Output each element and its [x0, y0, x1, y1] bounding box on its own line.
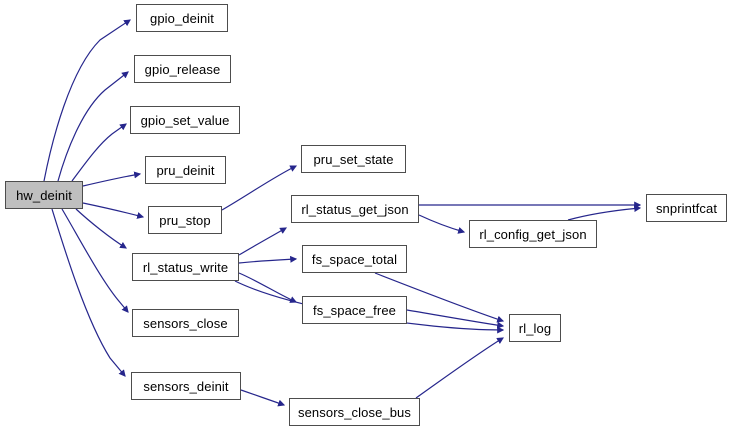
graph-edge-rl_status_get_json-to-rl_config_get_json [418, 214, 466, 234]
graph-edge-hw_deinit-to-gpio_release [57, 71, 129, 182]
graph-node-hw_deinit[interactable]: hw_deinit [5, 181, 83, 209]
graph-node-label: fs_space_total [311, 251, 398, 267]
graph-node-fs_space_total[interactable]: fs_space_total [302, 245, 407, 273]
graph-edge-sensors_deinit-to-sensors_close_bus [240, 389, 286, 407]
graph-node-label: gpio_set_value [140, 112, 230, 128]
graph-node-pru_deinit[interactable]: pru_deinit [145, 156, 226, 184]
graph-edge-hw_deinit-to-pru_stop [82, 202, 145, 219]
graph-node-sensors_close[interactable]: sensors_close [132, 309, 239, 337]
graph-edge-fs_space_free-to-rl_log [406, 309, 505, 329]
graph-edge-rl_status_write-to-fs_space_total [238, 255, 298, 264]
graph-node-gpio_deinit[interactable]: gpio_deinit [136, 4, 228, 32]
graph-node-sensors_deinit[interactable]: sensors_deinit [131, 372, 241, 400]
graph-node-sensors_close_bus[interactable]: sensors_close_bus [289, 398, 420, 426]
graph-node-pru_set_state[interactable]: pru_set_state [301, 145, 406, 173]
graph-node-gpio_release[interactable]: gpio_release [134, 55, 231, 83]
graph-edge-pru_stop-to-pru_set_state [221, 165, 298, 211]
graph-node-label: snprintfcat [655, 200, 718, 216]
graph-node-rl_config_get_json[interactable]: rl_config_get_json [469, 220, 597, 248]
graph-node-label: rl_config_get_json [479, 226, 587, 242]
graph-node-gpio_set_value[interactable]: gpio_set_value [130, 106, 240, 134]
graph-node-label: fs_space_free [313, 302, 396, 318]
graph-node-label: rl_status_write [142, 259, 229, 275]
graph-node-label: rl_status_get_json [301, 201, 409, 217]
graph-edge-hw_deinit-to-pru_deinit [82, 171, 142, 187]
graph-edge-hw_deinit-to-sensors_close [61, 208, 129, 313]
graph-node-pru_stop[interactable]: pru_stop [148, 206, 222, 234]
graph-node-label: gpio_deinit [150, 10, 214, 26]
graph-edge-rl_config_get_json-to-snprintfcat [567, 205, 642, 221]
graph-node-label: sensors_close_bus [298, 404, 411, 420]
graph-node-fs_space_free[interactable]: fs_space_free [302, 296, 407, 324]
graph-node-label: rl_log [518, 320, 552, 336]
graph-node-rl_status_write[interactable]: rl_status_write [132, 253, 239, 281]
graph-edge-hw_deinit-to-gpio_set_value [71, 123, 127, 182]
graph-edge-fs_space_total-to-rl_log [374, 272, 505, 323]
graph-node-label: sensors_close [143, 315, 228, 331]
graph-edge-rl_status_write-to-rl_status_get_json [238, 227, 288, 256]
graph-edge-rl_status_write-to-fs_space_free [238, 272, 298, 303]
graph-edge-sensors_close_bus-to-rl_log [415, 337, 504, 399]
graph-node-label: pru_deinit [156, 162, 215, 178]
graph-node-label: gpio_release [144, 61, 221, 77]
graph-node-rl_log[interactable]: rl_log [509, 314, 561, 342]
graph-node-label: pru_stop [159, 212, 211, 228]
graph-node-label: sensors_deinit [143, 378, 229, 394]
graph-node-rl_status_get_json[interactable]: rl_status_get_json [291, 195, 419, 223]
graph-edge-hw_deinit-to-sensors_deinit [51, 208, 126, 377]
graph-node-label: hw_deinit [16, 187, 72, 203]
graph-node-snprintfcat[interactable]: snprintfcat [646, 194, 727, 222]
graph-edge-hw_deinit-to-rl_status_write [75, 208, 127, 249]
graph-node-label: pru_set_state [313, 151, 394, 167]
graph-edge-hw_deinit-to-gpio_deinit [43, 19, 131, 182]
